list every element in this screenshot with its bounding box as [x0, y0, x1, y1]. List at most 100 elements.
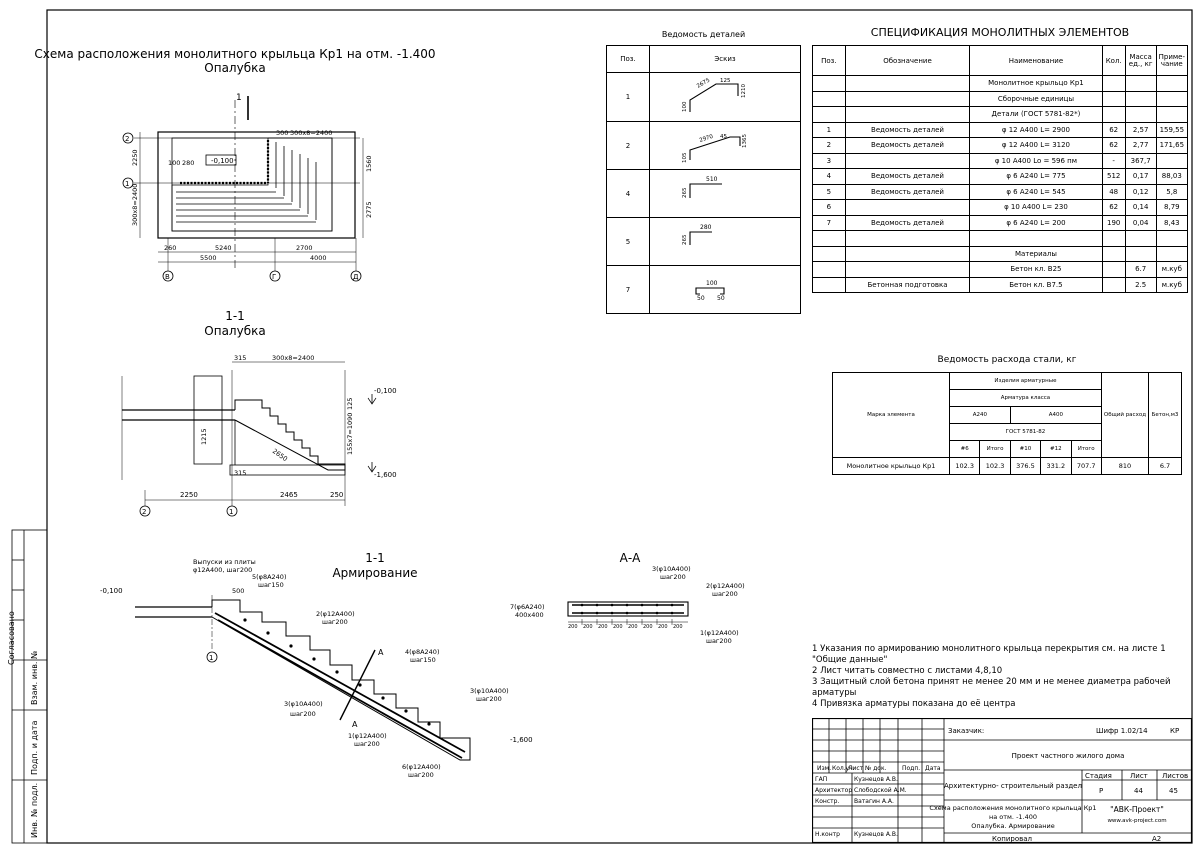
reinf-label-8b: шаг200 — [408, 771, 434, 779]
plan-axis-1: 1 — [125, 180, 129, 188]
stamp-copied: Копировал — [992, 835, 1032, 843]
reinf-label-4a: 4(φ8A240) — [405, 648, 439, 656]
reinf-level-top: -0,100 — [100, 587, 123, 595]
spec-cell: 512 — [1101, 168, 1126, 185]
stamp-col-sign: Подп. — [902, 765, 920, 772]
plan-dim-d7: 300х8=2400 — [131, 184, 139, 226]
plan-axis-g: Г — [272, 273, 276, 281]
spec-cell — [844, 106, 971, 123]
spec-cell — [1155, 75, 1189, 92]
secA-label-b1: 2(φ12A400) — [706, 582, 745, 590]
secA-dim-5: 200 — [643, 624, 653, 630]
spec-title: СПЕЦИФИКАЦИЯ МОНОЛИТНЫХ ЭЛЕМЕНТОВ — [870, 26, 1130, 39]
steel-title: Ведомость расхода стали, кг — [937, 355, 1077, 365]
steel-cell: 810 — [1100, 457, 1150, 475]
plan-dim-d5: 2250 — [131, 149, 139, 166]
sign-label: Подп. и дата — [30, 720, 39, 775]
stamp-h-sheet: Лист — [1130, 772, 1148, 780]
stamp-code2: КР — [1170, 727, 1179, 735]
spec-cell — [969, 230, 1103, 247]
secA-dim-6: 200 — [658, 624, 668, 630]
steel-h-total: Общий расход — [1100, 372, 1150, 458]
sec1-dim-f: 315 — [234, 469, 246, 477]
spec-cell: Ведомость деталей — [844, 183, 971, 200]
details-row-pos: 5 — [606, 217, 650, 266]
stamp-person: Слободской А.М. — [854, 787, 907, 794]
spec-cell: 1 — [812, 121, 846, 138]
title-block: Изм. Кол.уч Лист № док. Подп. Дата ГАП К… — [812, 718, 1192, 843]
section-reinforcement-drawing — [135, 595, 471, 761]
reinf-title-line2: Армирование — [332, 566, 417, 580]
section-aa-bar-dots — [580, 603, 674, 615]
stamp-col-doc: № док. — [865, 765, 887, 772]
spec-cell — [1101, 90, 1126, 107]
stamp-format: А2 — [1152, 835, 1161, 843]
spec-cell: Бетонная подготовка — [844, 276, 971, 293]
sec1-title-line1: 1-1 — [225, 309, 245, 323]
stamp-company: "АВК-Проект" — [1110, 805, 1164, 814]
spec-cell: φ 6 A240 L= 545 — [969, 183, 1103, 200]
stamp-sheets: 45 — [1169, 787, 1178, 795]
spec-cell — [1101, 261, 1126, 278]
stamp-col-izm: Изм. — [817, 765, 831, 772]
steel-cell: 102.3 — [948, 457, 981, 475]
spec-cell — [1155, 152, 1189, 169]
plan-dim-d6: 1560 — [365, 155, 373, 172]
sec1-level-top: -0,100 — [374, 387, 397, 395]
spec-cell — [1155, 106, 1189, 123]
spec-cell: 6.7 — [1124, 261, 1157, 278]
stamp-role: Н.контр — [815, 831, 840, 838]
spec-cell: 7 — [812, 214, 846, 231]
spec-cell: 2 — [812, 137, 846, 154]
spec-row: Материалы — [812, 245, 1189, 262]
reinf-dim-500: 500 — [232, 587, 244, 595]
spec-cell: 8,43 — [1155, 214, 1189, 231]
secA-dim-7: 200 — [673, 624, 683, 630]
steel-sub: #12 — [1040, 440, 1072, 458]
steel-h-gost: ГОСТ 5781-82 — [949, 423, 1102, 441]
spec-cell: Ведомость деталей — [844, 137, 971, 154]
steel-sub: Итого — [979, 440, 1011, 458]
secA-label-d1: 1(φ12A400) — [700, 629, 739, 637]
side-strip — [11, 529, 48, 844]
details-row-sketch — [649, 265, 801, 314]
plan-dim-d11: 2700 — [296, 244, 313, 252]
spec-cell: м.куб — [1155, 276, 1189, 293]
reinf-label-8a: 6(φ12A400) — [402, 763, 441, 771]
plan-dim-d3: 100 — [168, 159, 180, 167]
spec-header: Масса ед., кг — [1124, 45, 1157, 76]
stamp-role: ГАП — [815, 776, 827, 783]
spec-cell: Материалы — [969, 245, 1103, 262]
sec1-axis-1: 1 — [229, 508, 233, 516]
stamp-role: Констр. — [815, 798, 839, 805]
secA-dim-1: 200 — [583, 624, 593, 630]
spec-cell — [1101, 106, 1126, 123]
spec-cell — [844, 245, 971, 262]
spec-cell — [812, 261, 846, 278]
details-row-sketch — [649, 121, 801, 170]
notes: 1 Указания по армированию монолитного кр… — [812, 644, 1172, 710]
steel-h-mark: Марка элемента — [832, 372, 950, 458]
plan-title-line2: Опалубка — [204, 61, 265, 75]
reinf-label-3a: 2(φ12A400) — [316, 610, 355, 618]
spec-cell — [812, 90, 846, 107]
stamp-drawing-title-1: Схема расположения монолитного крыльца К… — [929, 804, 1096, 812]
spec-cell: Бетон кл. В25 — [969, 261, 1103, 278]
spec-cell: 62 — [1101, 137, 1126, 154]
stamp-sheet: 44 — [1134, 787, 1143, 795]
spec-cell — [844, 230, 971, 247]
steel-sub: Итого — [1070, 440, 1102, 458]
details-row-pos: 2 — [606, 121, 650, 170]
spec-cell: Монолитное крыльцо Кр1 — [969, 75, 1103, 92]
details-row-pos: 4 — [606, 169, 650, 218]
reinf-level-bot: -1,600 — [510, 736, 533, 744]
reinf-label-2b: шаг150 — [258, 581, 284, 589]
details-row-pos: 7 — [606, 265, 650, 314]
reinf-label-1a: Выпуски из плиты — [193, 558, 256, 566]
spec-header: Кол. — [1101, 45, 1126, 76]
spec-table: Поз. Обозначение Наименование Кол. Масса… — [812, 45, 1189, 293]
